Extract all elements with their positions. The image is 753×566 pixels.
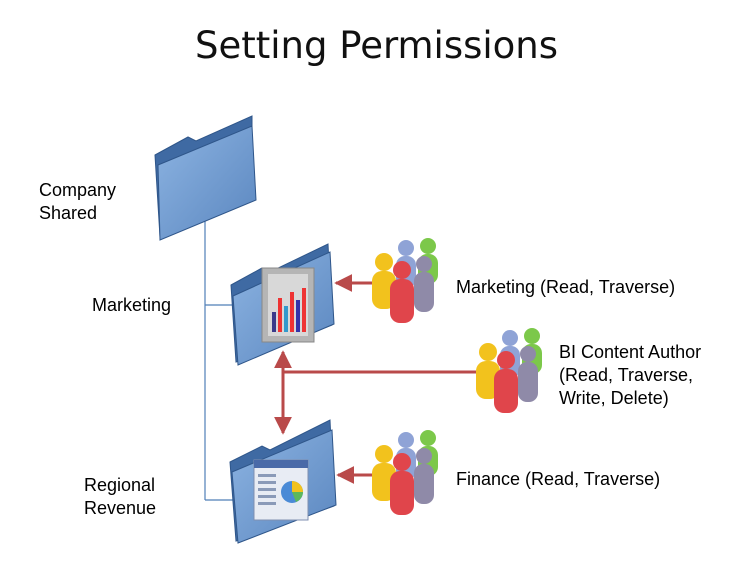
regional-revenue-label: Regional Revenue — [84, 474, 156, 520]
bi-author-group-people-icon[interactable] — [476, 328, 542, 413]
finance-group-label: Finance (Read, Traverse) — [456, 469, 661, 489]
finance-group-people-icon[interactable] — [372, 430, 438, 515]
bi-author-label-line1: BI Content Author — [559, 342, 702, 362]
report-pie-icon — [253, 459, 309, 521]
marketing-folder-icon[interactable] — [230, 243, 335, 366]
page-title: Setting Permissions — [194, 24, 559, 67]
regional-revenue-folder-icon[interactable] — [229, 419, 337, 544]
bi-author-label-line3: Write, Delete) — [559, 388, 669, 408]
marketing-group-people-icon[interactable] — [372, 238, 438, 323]
bi-author-group-label: BI Content Author (Read, Traverse, Write… — [559, 341, 701, 410]
company-shared-label-line1: Company — [39, 180, 117, 200]
marketing-folder-label: Marketing — [92, 295, 172, 315]
company-shared-folder-icon[interactable] — [154, 115, 257, 241]
company-shared-label: Company Shared — [39, 179, 116, 225]
regional-revenue-label-line2: Revenue — [84, 498, 157, 518]
bar-chart-icon — [261, 267, 315, 343]
regional-revenue-label-line1: Regional — [84, 475, 156, 495]
marketing-group-label: Marketing (Read, Traverse) — [456, 277, 676, 297]
hierarchy-connector — [204, 218, 236, 501]
company-shared-label-line2: Shared — [39, 203, 98, 223]
bi-author-label-line2: (Read, Traverse, — [559, 365, 694, 385]
permission-arrows — [274, 274, 476, 484]
